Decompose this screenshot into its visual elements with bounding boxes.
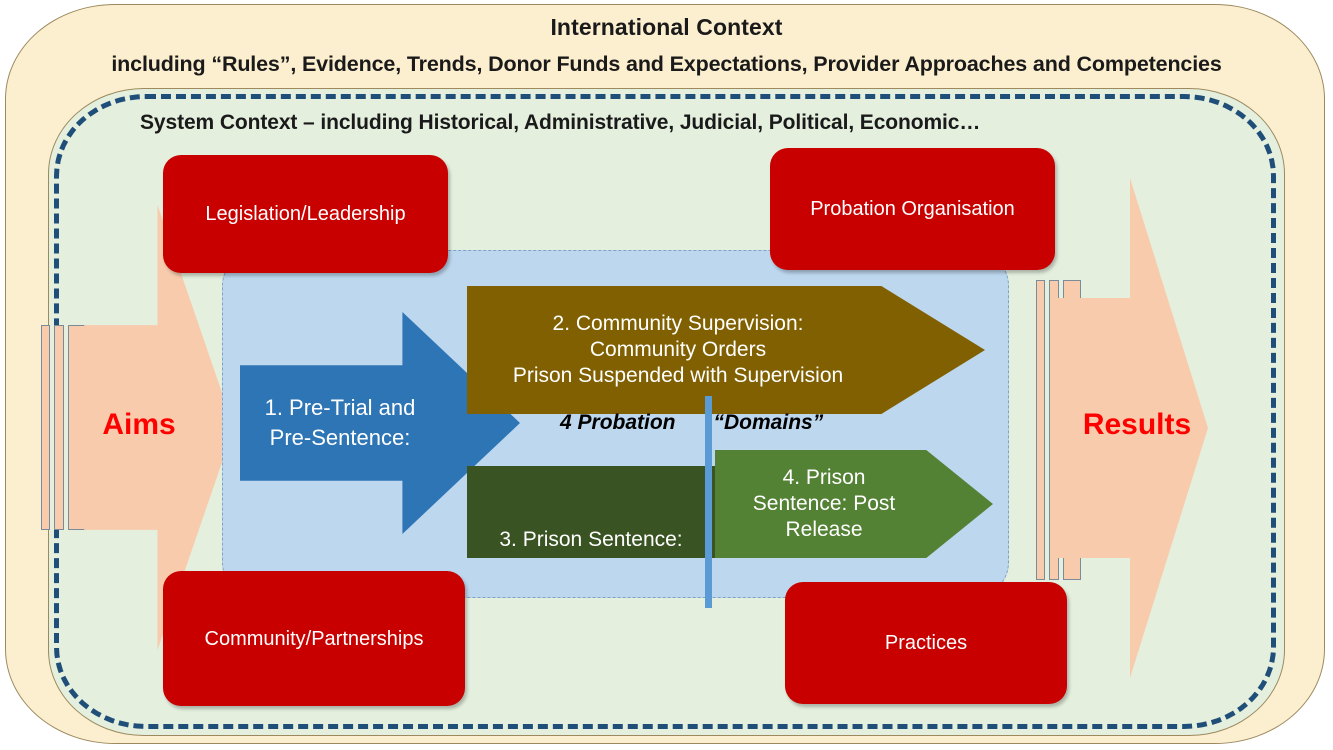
enabler-box-probation-organisation[interactable]: Probation Organisation bbox=[770, 148, 1055, 270]
domain-community-supervision[interactable]: 2. Community Supervision: Community Orde… bbox=[467, 286, 985, 414]
international-context-title: International Context bbox=[550, 14, 783, 40]
enabler-box-practices-label: Practices bbox=[884, 632, 968, 654]
domain-2-line-2: Community Orders bbox=[589, 337, 767, 361]
results-tail-bar-1 bbox=[1036, 280, 1045, 580]
domain-3-line-1: 3. Prison Sentence: bbox=[499, 528, 683, 551]
enabler-box-community-partnerships[interactable]: Community/Partnerships bbox=[163, 571, 465, 706]
domain-2-line-3: Prison Suspended with Supervision bbox=[512, 364, 844, 388]
domain-4-line-3: Release bbox=[785, 518, 863, 542]
system-context-title: System Context – including Historical, A… bbox=[140, 111, 981, 134]
domains-caption-left: 4 Probation bbox=[560, 411, 676, 434]
results-tail-bar-2 bbox=[1049, 280, 1059, 580]
aims-label: Aims bbox=[102, 408, 176, 441]
domain-2-line-1: 2. Community Supervision: bbox=[552, 311, 804, 335]
domain-4-line-2: Sentence: Post bbox=[752, 491, 896, 515]
domain-4-line-1: 4. Prison bbox=[782, 465, 866, 489]
enabler-box-community-partnerships-label: Community/Partnerships bbox=[204, 627, 424, 650]
enabler-box-practices[interactable]: Practices bbox=[785, 582, 1067, 704]
enabler-box-probation-organisation-label: Probation Organisation bbox=[810, 198, 1015, 220]
aims-tail-bar-1 bbox=[41, 325, 50, 530]
domain-1-line-2: Pre-Sentence: bbox=[269, 425, 411, 450]
international-context-subtitle: including “Rules”, Evidence, Trends, Don… bbox=[111, 52, 1222, 76]
domain-prison-sentence-post-release[interactable]: 4. Prison Sentence: Post Release bbox=[715, 450, 993, 558]
domains-divider bbox=[705, 396, 712, 608]
enabler-box-legislation-leadership-label: Legislation/Leadership bbox=[205, 203, 406, 225]
domains-caption-right: “Domains” bbox=[713, 411, 824, 434]
domains-caption: 4 Probation “Domains” bbox=[560, 405, 890, 441]
results-label: Results bbox=[1082, 408, 1192, 441]
aims-tail-bar-2 bbox=[54, 325, 64, 530]
enabler-box-legislation-leadership[interactable]: Legislation/Leadership bbox=[163, 155, 448, 273]
domain-1-line-1: 1. Pre-Trial and bbox=[264, 395, 416, 421]
domain-prison-sentence[interactable]: 3. Prison Sentence: bbox=[467, 466, 715, 558]
